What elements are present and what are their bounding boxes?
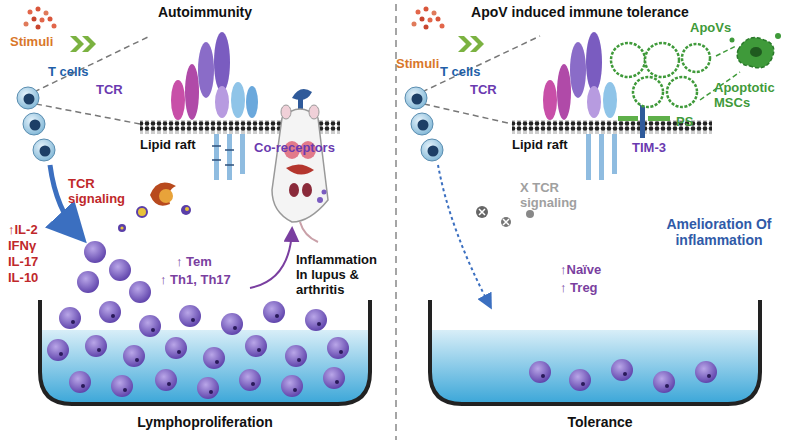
cell-marker — [81, 384, 85, 388]
cell-label: T cells — [440, 64, 500, 79]
t-cell — [695, 361, 717, 383]
t-cell — [123, 345, 145, 367]
t-cell — [59, 307, 81, 329]
membrane-label: Lipid raft — [512, 137, 572, 152]
cell-marker — [541, 374, 545, 378]
cell-marker — [135, 358, 139, 362]
t-cell — [139, 315, 161, 337]
cell-marker — [97, 348, 101, 352]
receptor-label: TCR — [96, 82, 136, 97]
signal-label: X TCR signaling — [520, 180, 600, 210]
dish-label: Lymphoproliferation — [100, 414, 310, 430]
t-cell — [653, 371, 675, 393]
t-cell — [47, 339, 69, 361]
t-cell — [155, 369, 177, 391]
cell-marker — [257, 348, 261, 352]
t-cell — [111, 375, 133, 397]
cell-marker — [167, 382, 171, 386]
t-cell — [529, 361, 551, 383]
t-cell — [165, 337, 187, 359]
cell-label: Apoptotic MSCs — [714, 80, 786, 110]
cell-marker — [191, 318, 195, 322]
t-cell — [221, 313, 243, 335]
cell-marker — [233, 326, 237, 330]
membrane-label: Lipid raft — [140, 137, 200, 152]
cell-subset-label: ↑ Tem — [176, 254, 256, 269]
t-cell — [305, 309, 327, 331]
cell-marker — [335, 380, 339, 384]
t-cell — [179, 305, 201, 327]
cell-marker — [317, 322, 321, 326]
t-cell — [245, 335, 267, 357]
cell-marker — [293, 388, 297, 392]
cell-marker — [111, 314, 115, 318]
t-cell — [69, 371, 91, 393]
vesicle-label: ApoVs — [690, 20, 750, 35]
t-cell — [85, 335, 107, 357]
molecule-label: PS — [676, 114, 706, 129]
t-cell — [203, 347, 225, 369]
t-cell — [197, 377, 219, 399]
cell-marker — [215, 360, 219, 364]
cell-marker — [177, 350, 181, 354]
cell-marker — [71, 320, 75, 324]
t-cell — [263, 301, 285, 323]
cell-marker — [275, 314, 279, 318]
cell-label: T cells — [48, 64, 108, 79]
cell-marker — [707, 374, 711, 378]
cytokine-label: ↑IL-2 — [8, 222, 68, 237]
cell-marker — [151, 328, 155, 332]
cell-marker — [339, 350, 343, 354]
stimuli-label: Stimuli — [10, 34, 70, 49]
cell-marker — [581, 382, 585, 386]
cell-marker — [59, 352, 63, 356]
t-cell — [611, 359, 633, 381]
t-cell — [569, 369, 591, 391]
receptor-label: TIM-3 — [632, 140, 692, 155]
cell-marker — [623, 372, 627, 376]
cytokine-label: IFNγ — [8, 238, 68, 253]
cell-subset-label: ↑ Th1, Th17 — [160, 272, 260, 287]
receptor-label: TCR — [470, 82, 510, 97]
receptor-label: Co-receptors — [254, 140, 354, 155]
cytokine-label: IL-17 — [8, 254, 68, 269]
t-cell — [281, 375, 303, 397]
cell-marker — [123, 388, 127, 392]
cell-marker — [251, 382, 255, 386]
t-cell — [323, 367, 345, 389]
cell-marker — [665, 384, 669, 388]
cell-subset-label: ↑Naïve — [560, 262, 640, 277]
t-cell — [327, 337, 349, 359]
panel-title: ApoV induced immune tolerance — [430, 4, 730, 20]
t-cell — [285, 345, 307, 367]
signal-label: TCR signaling — [68, 176, 140, 206]
cell-marker — [297, 358, 301, 362]
cell-marker — [209, 390, 213, 394]
outcome-label: Inflammation In lupus & arthritis — [296, 252, 392, 297]
outcome-label: Amelioration Of inflammation — [664, 216, 774, 248]
t-cell — [239, 369, 261, 391]
panel-title: Autoimmunity — [130, 4, 280, 20]
cytokine-label: IL-10 — [8, 270, 68, 285]
dish-label: Tolerance — [520, 414, 680, 430]
cell-subset-label: ↑ Treg — [560, 280, 640, 295]
t-cell — [99, 301, 121, 323]
